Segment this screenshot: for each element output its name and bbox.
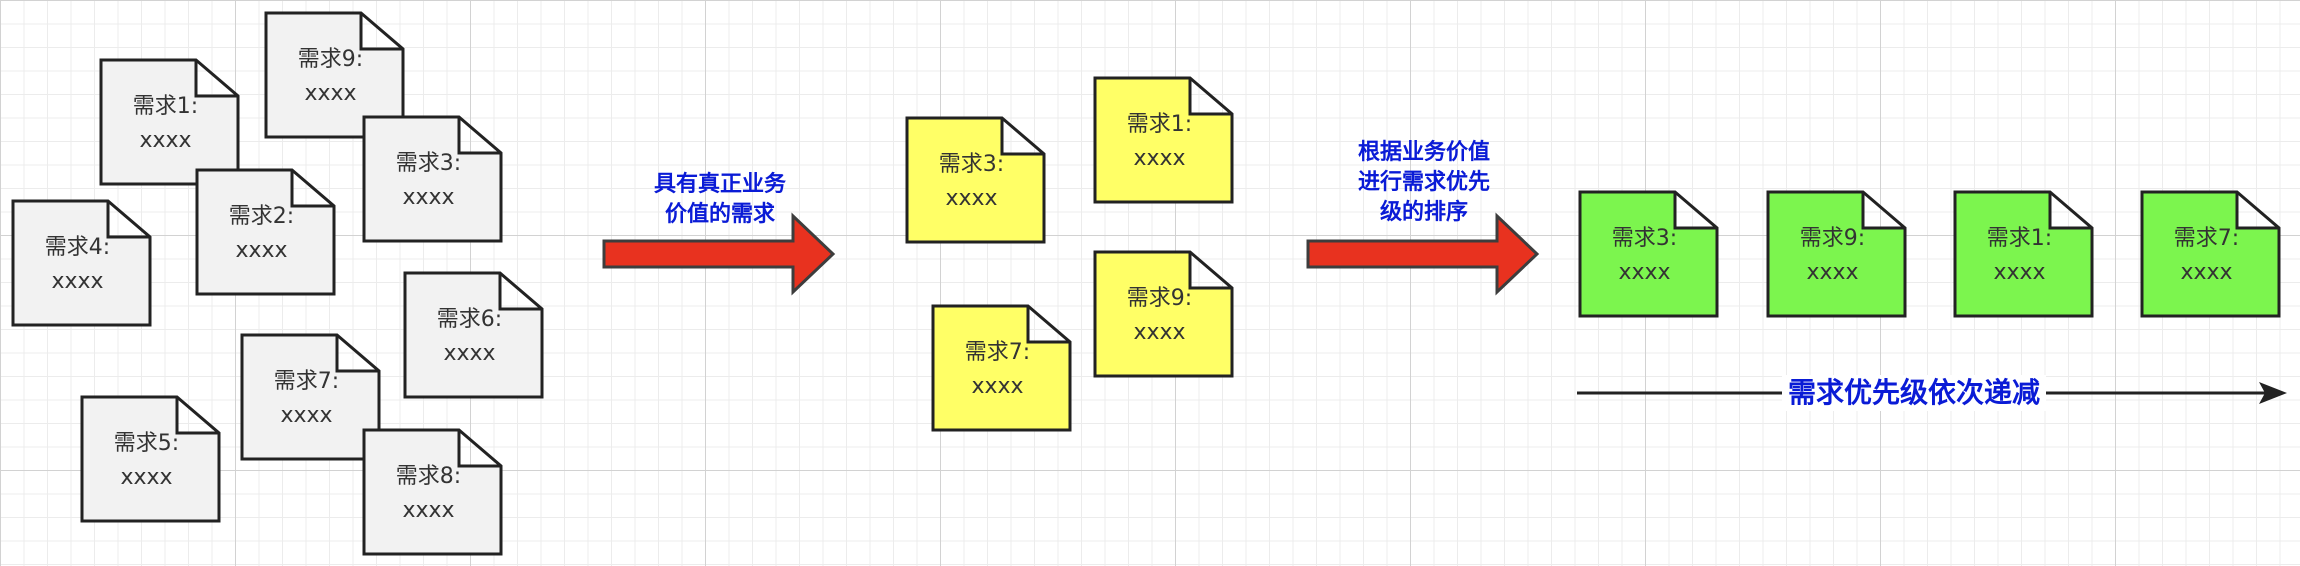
note-title: 需求8: [395,464,462,489]
note-shape [931,304,1072,432]
note-title: 需求7: [273,369,340,394]
note-shape [362,115,503,243]
note-sorted-3[interactable]: 需求3: xxxx [1578,190,1719,318]
note-value: xxxx [235,238,288,263]
note-title: 需求7: [2173,226,2240,251]
note-shape [1953,190,2094,318]
note-shape [99,58,240,186]
note-shape [195,168,336,296]
note-sorted-7[interactable]: 需求7: xxxx [2140,190,2281,318]
note-shape [1578,190,1719,318]
note-value: xxxx [1993,260,2046,285]
note-title: 需求1: [1986,226,2053,251]
note-title: 需求9: [1126,286,1193,311]
note-value: xxxx [945,186,998,211]
note-all-9[interactable]: 需求9: xxxx [264,11,405,139]
note-valuable-3[interactable]: 需求3: xxxx [905,116,1046,244]
note-value: xxxx [139,128,192,153]
note-all-1[interactable]: 需求1: xxxx [99,58,240,186]
note-title: 需求9: [1799,226,1866,251]
note-sorted-9[interactable]: 需求9: xxxx [1766,190,1907,318]
note-value: xxxx [51,269,104,294]
note-valuable-7[interactable]: 需求7: xxxx [931,304,1072,432]
note-value: xxxx [304,81,357,106]
note-value: xxxx [971,374,1024,399]
note-shape [240,333,381,461]
note-title: 需求6: [436,307,503,332]
note-title: 需求5: [113,431,180,456]
note-value: xxxx [280,403,333,428]
filter-arrow-label: 具有真正业务 价值的需求 [653,172,786,227]
note-all-6[interactable]: 需求6: xxxx [403,271,544,399]
note-shape [80,395,221,523]
note-all-8[interactable]: 需求8: xxxx [362,428,503,556]
note-all-4[interactable]: 需求4: xxxx [11,199,152,327]
note-all-3[interactable]: 需求3: xxxx [362,115,503,243]
note-shape [362,428,503,556]
note-value: xxxx [443,341,496,366]
priority-axis-label: 需求优先级依次递减 [1782,375,2047,411]
note-title: 需求9: [297,47,364,72]
note-title: 需求7: [964,340,1031,365]
note-value: xxxx [402,498,455,523]
note-shape [1093,250,1234,378]
note-all-2[interactable]: 需求2: xxxx [195,168,336,296]
note-all-5[interactable]: 需求5: xxxx [80,395,221,523]
note-sorted-1[interactable]: 需求1: xxxx [1953,190,2094,318]
note-title: 需求3: [395,151,462,176]
note-value: xxxx [2180,260,2233,285]
note-value: xxxx [1133,320,1186,345]
note-title: 需求2: [228,204,295,229]
note-title: 需求1: [132,94,199,119]
note-all-7[interactable]: 需求7: xxxx [240,333,381,461]
note-value: xxxx [1618,260,1671,285]
note-title: 需求3: [938,152,1005,177]
note-shape [264,11,405,139]
note-value: xxxx [120,465,173,490]
note-title: 需求4: [44,235,111,260]
note-value: xxxx [1133,146,1186,171]
note-value: xxxx [402,185,455,210]
note-valuable-1[interactable]: 需求1: xxxx [1093,76,1234,204]
sort-arrow [1306,212,1540,296]
note-shape [1766,190,1907,318]
note-value: xxxx [1806,260,1859,285]
note-shape [1093,76,1234,204]
note-shape [2140,190,2281,318]
note-title: 需求1: [1126,112,1193,137]
note-shape [905,116,1046,244]
sort-arrow-label: 根据业务价值 进行需求优先 级的排序 [1357,140,1490,225]
axis-arrowhead [2259,382,2287,404]
note-shape [403,271,544,399]
filter-arrow [602,212,836,296]
note-title: 需求3: [1611,226,1678,251]
note-valuable-9[interactable]: 需求9: xxxx [1093,250,1234,378]
note-shape [11,199,152,327]
